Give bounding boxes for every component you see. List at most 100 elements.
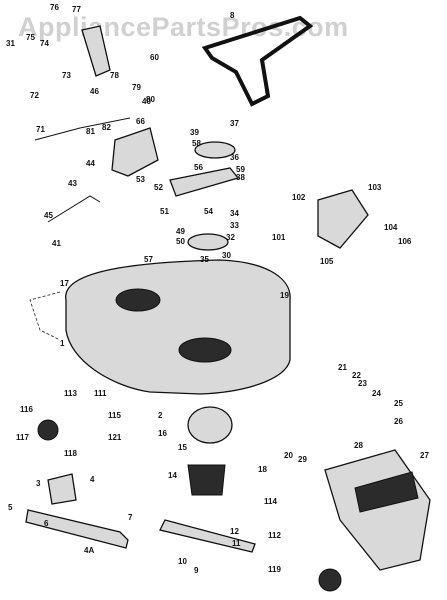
pulley-mid	[187, 233, 229, 251]
lift-link-43	[47, 195, 101, 223]
callout-label: 1	[60, 339, 65, 348]
callout-label: 53	[136, 175, 145, 184]
callout-label: 105	[320, 257, 334, 266]
callout-label: 20	[284, 451, 293, 460]
lift-arm-73	[81, 25, 111, 77]
callout-label: 43	[68, 179, 77, 188]
callout-label: 57	[144, 255, 153, 264]
deck-dashed-outline	[29, 291, 61, 341]
gauge-wheel-right	[318, 568, 342, 592]
callout-label: 23	[358, 379, 367, 388]
lift-link-71	[34, 117, 131, 141]
discharge-chute	[324, 449, 431, 571]
callout-label: 26	[394, 417, 403, 426]
callout-label: 59	[236, 165, 245, 174]
mulch-plate	[317, 189, 369, 249]
callout-label: 81	[86, 127, 95, 136]
callout-label: 101	[272, 233, 286, 242]
callout-label: 44	[86, 159, 95, 168]
callout-label: 82	[102, 123, 111, 132]
callout-label: 113	[64, 389, 77, 398]
callout-label: 45	[44, 211, 53, 220]
callout-label: 9	[194, 566, 199, 575]
gauge-wheel-left	[37, 419, 59, 441]
callout-label: 36	[230, 153, 239, 162]
callout-label: 115	[108, 411, 121, 420]
callout-label: 37	[230, 119, 239, 128]
callout-label: 15	[178, 443, 187, 452]
callout-label: 41	[52, 239, 61, 248]
deck-spindle-left	[115, 288, 161, 312]
callout-label: 72	[30, 91, 39, 100]
callout-label: 27	[420, 451, 429, 460]
deck-spindle-right	[178, 337, 232, 363]
callout-label: 14	[168, 471, 177, 480]
spindle-housing-16	[187, 406, 233, 444]
callout-label: 2	[158, 411, 163, 420]
callout-label: 103	[368, 183, 382, 192]
callout-label: 102	[292, 193, 306, 202]
callout-label: 19	[280, 291, 289, 300]
callout-label: 40	[142, 97, 151, 106]
callout-label: 29	[298, 455, 307, 464]
callout-label: 119	[268, 565, 281, 574]
callout-label: 54	[204, 207, 213, 216]
callout-label: 112	[268, 531, 281, 540]
callout-label: 51	[160, 207, 169, 216]
callout-label: 30	[222, 251, 231, 260]
blade-11	[159, 519, 256, 553]
callout-label: 49	[176, 227, 185, 236]
callout-label: 25	[394, 399, 403, 408]
callout-label: 106	[398, 237, 412, 246]
belt-guard-part	[111, 127, 159, 177]
stabilizer-bracket	[47, 473, 77, 505]
callout-label: 17	[60, 279, 69, 288]
callout-label: 7	[128, 513, 133, 522]
mower-deck-housing	[65, 259, 291, 395]
callout-label: 16	[158, 429, 167, 438]
callout-label: 117	[16, 433, 29, 442]
callout-label: 10	[178, 557, 187, 566]
callout-label: 35	[200, 255, 209, 264]
callout-label: 31	[6, 39, 15, 48]
callout-label: 118	[64, 449, 77, 458]
spindle-shaft-14	[187, 464, 226, 496]
callout-label: 116	[20, 405, 33, 414]
callout-label: 33	[230, 221, 239, 230]
stabilizer-bar	[25, 509, 129, 549]
callout-label: 104	[384, 223, 398, 232]
callout-labels: 31 1 2 3 4 4A 5 6 7 8 9 10 11 12 14 15 1…	[6, 3, 429, 575]
callout-label: 32	[226, 233, 235, 242]
callout-label: 50	[176, 237, 185, 246]
callout-label: 66	[136, 117, 145, 126]
callout-label: 28	[354, 441, 363, 450]
callout-label: 11	[232, 539, 241, 548]
callout-label: 46	[90, 87, 99, 96]
callout-label: 4	[90, 475, 95, 484]
callout-label: 6	[44, 519, 49, 528]
callout-label: 71	[36, 125, 45, 134]
callout-label: 4A	[84, 546, 94, 555]
belt-part	[201, 15, 314, 107]
callout-label: 21	[338, 363, 347, 372]
idler-arm	[169, 167, 240, 197]
callout-label: 80	[146, 95, 155, 104]
callout-label: 39	[190, 128, 199, 137]
callout-label: 38	[236, 173, 245, 182]
callout-label: 58	[192, 139, 201, 148]
callout-label: 5	[8, 503, 13, 512]
callout-label: 121	[108, 433, 122, 442]
callout-label: 34	[230, 209, 239, 218]
callout-label: 75	[26, 33, 35, 42]
callout-label: 73	[62, 71, 71, 80]
callout-label: 78	[110, 71, 119, 80]
callout-label: 79	[132, 83, 141, 92]
callout-label: 8	[230, 11, 235, 20]
callout-label: 60	[150, 53, 159, 62]
callout-label: 76	[50, 3, 59, 12]
callout-label: 24	[372, 389, 381, 398]
callout-label: 74	[40, 39, 49, 48]
callout-label: 114	[264, 497, 277, 506]
callout-label: 22	[352, 371, 361, 380]
